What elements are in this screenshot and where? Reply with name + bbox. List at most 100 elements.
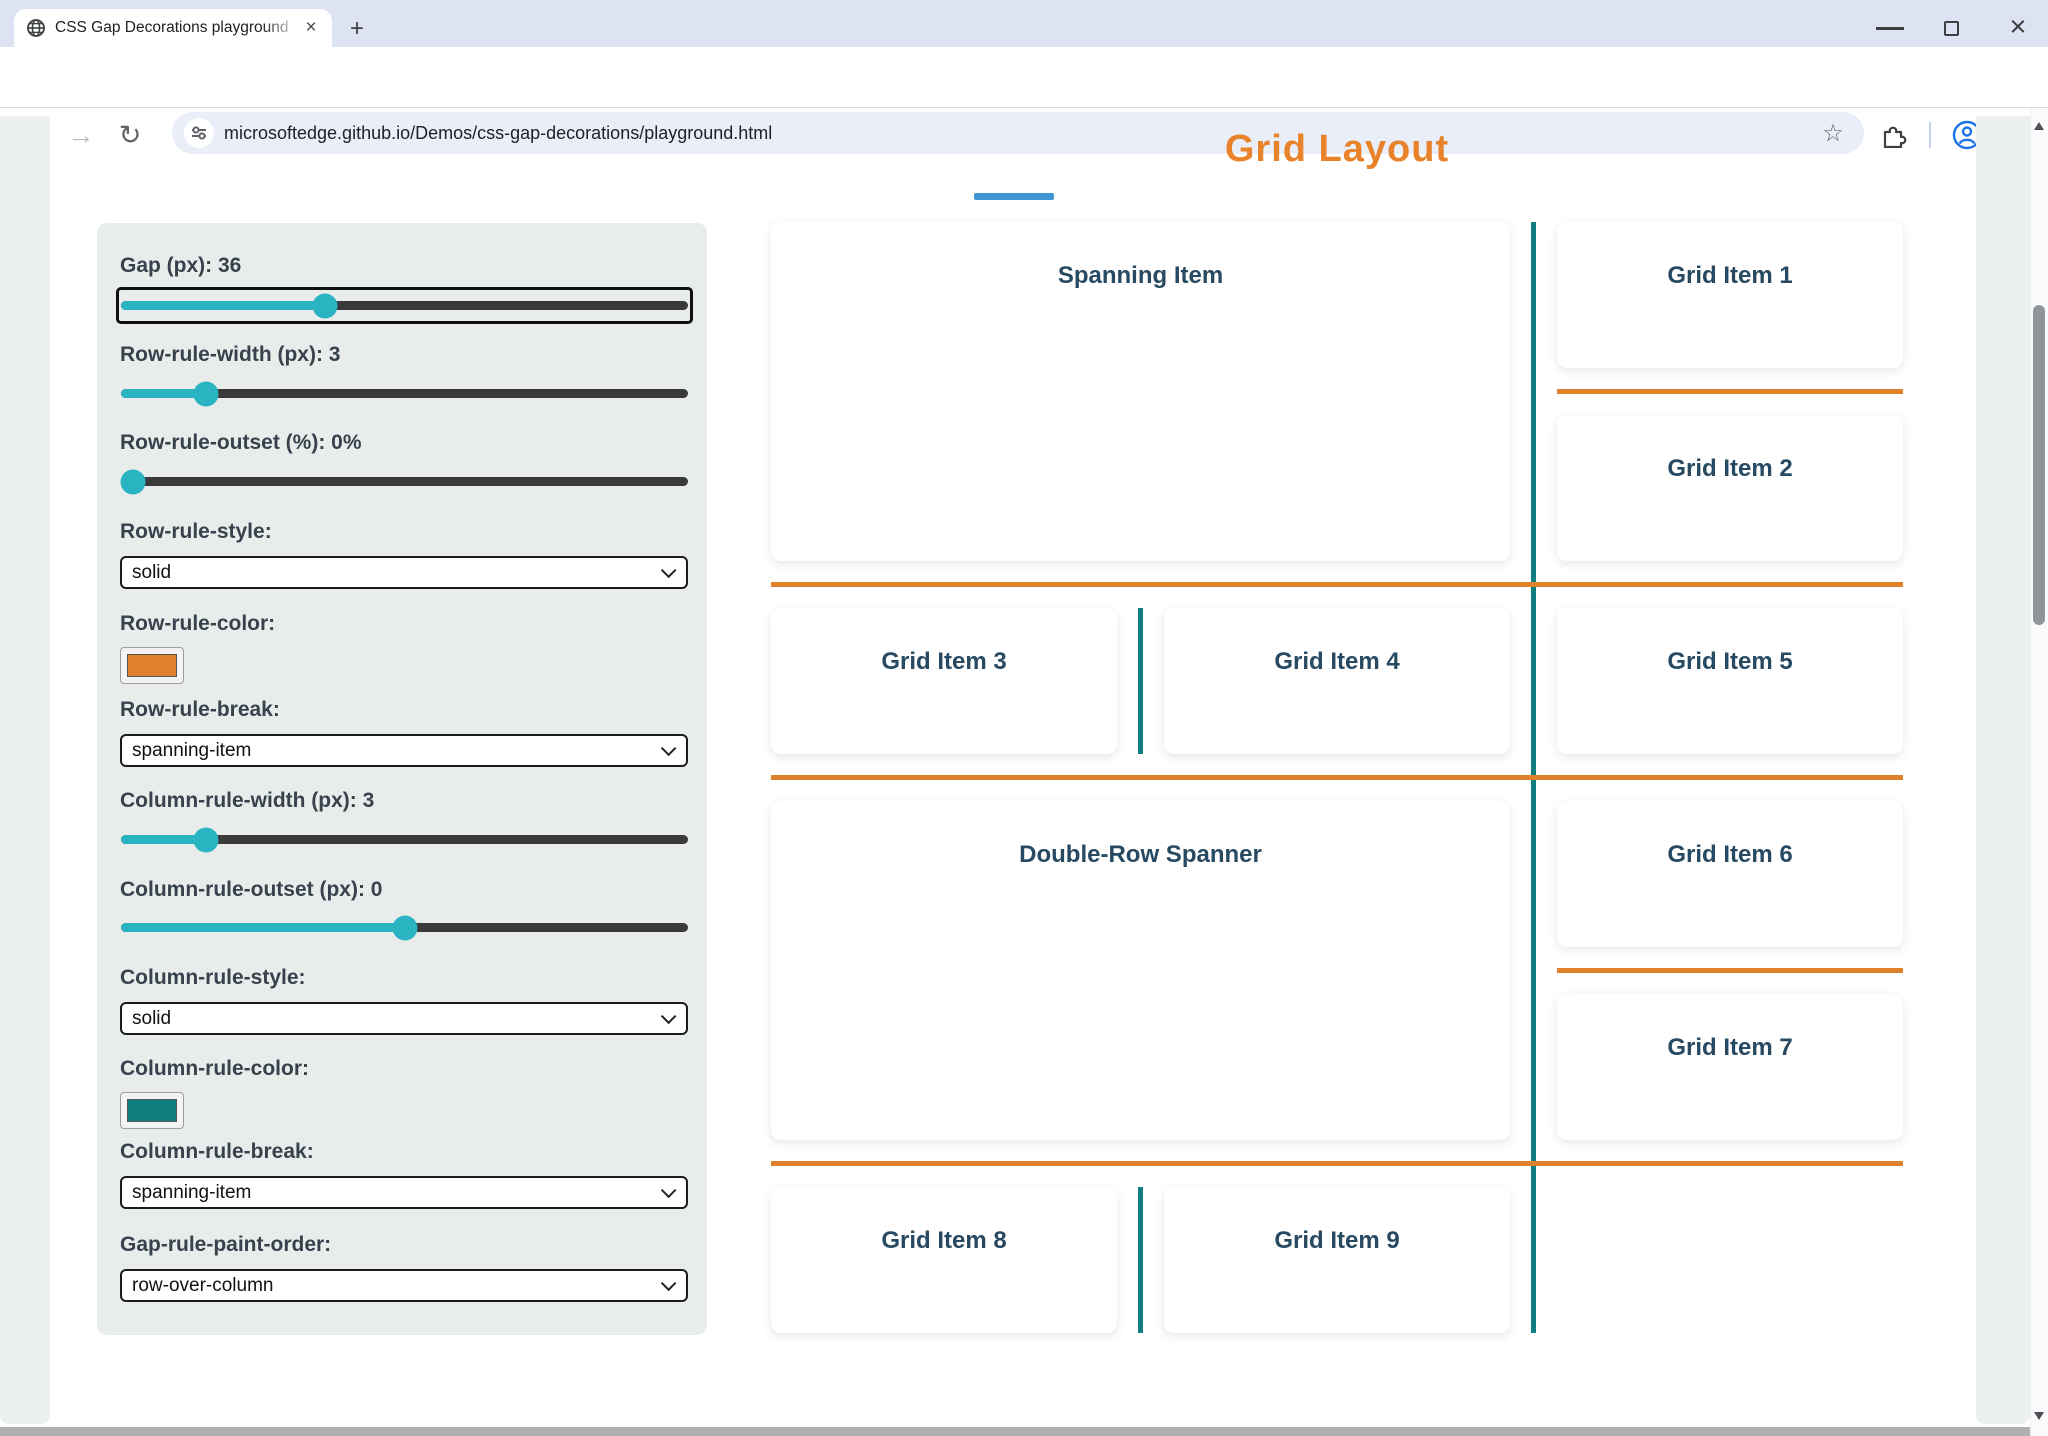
- new-tab-button[interactable]: +: [349, 15, 364, 42]
- gap-slider[interactable]: [121, 293, 688, 318]
- chevron-down-icon: [660, 740, 677, 757]
- row-rule-full-a: [771, 582, 1903, 587]
- column-rule-break-select[interactable]: spanning-item: [120, 1176, 688, 1209]
- tab-close-icon[interactable]: ×: [305, 17, 317, 38]
- site-info-icon[interactable]: [184, 118, 214, 148]
- grid-card-7: Grid Item 7: [1557, 994, 1903, 1140]
- slider-thumb[interactable]: [193, 827, 219, 852]
- grid-layout-demo: Spanning Item Grid Item 1 Grid Item 2 Gr…: [771, 222, 1903, 1333]
- title-underline: [974, 193, 1054, 200]
- controls-panel: [97, 223, 707, 1335]
- chevron-down-icon: [660, 1008, 677, 1025]
- gap-slider-label: Gap (px): 36: [120, 254, 242, 277]
- card-label: Grid Item 2: [1667, 455, 1793, 482]
- select-value: row-over-column: [132, 1274, 274, 1296]
- row-rule-full-c: [771, 1161, 1903, 1166]
- window-close-button[interactable]: ×: [2009, 10, 2027, 43]
- column-rule-row6: [1138, 1187, 1143, 1333]
- gap-slider-focus-ring: [116, 287, 693, 324]
- grid-card-2: Grid Item 2: [1557, 415, 1903, 561]
- card-label: Grid Item 8: [881, 1227, 1007, 1254]
- address-bar[interactable]: microsoftedge.github.io/Demos/css-gap-de…: [172, 112, 1864, 154]
- row-rule-width-slider[interactable]: [121, 381, 688, 406]
- toolbar-divider: [1929, 122, 1931, 148]
- window-minimize-button[interactable]: [1876, 27, 1904, 30]
- slider-track[interactable]: [121, 389, 688, 398]
- card-label: Grid Item 3: [881, 648, 1007, 675]
- card-label: Grid Item 6: [1667, 841, 1793, 868]
- card-label: Grid Item 7: [1667, 1034, 1793, 1061]
- select-value: spanning-item: [132, 1181, 252, 1203]
- slider-thumb[interactable]: [312, 293, 338, 318]
- scrollbar-down-arrow-icon[interactable]: [2034, 1412, 2044, 1420]
- row-rule-width-label: Row-rule-width (px): 3: [120, 343, 341, 366]
- column-rule-width-label: Column-rule-width (px): 3: [120, 789, 375, 812]
- scrollbar-thumb[interactable]: [2033, 305, 2045, 625]
- chevron-down-icon: [660, 1275, 677, 1292]
- slider-thumb[interactable]: [120, 469, 146, 494]
- row-rule-outset-label: Row-rule-outset (%): 0%: [120, 431, 362, 454]
- column-rule-color-picker[interactable]: [120, 1092, 184, 1129]
- select-value: spanning-item: [132, 739, 252, 761]
- page-title: Grid Layout: [1224, 128, 1450, 170]
- browser-tab[interactable]: CSS Gap Decorations playground ×: [14, 9, 332, 47]
- grid-card-spanning-item: Spanning Item: [771, 222, 1510, 561]
- row-rule-color-picker[interactable]: [120, 647, 184, 684]
- gap-rule-paint-order-select[interactable]: row-over-column: [120, 1269, 688, 1302]
- card-label: Spanning Item: [1057, 262, 1224, 289]
- grid-card-8: Grid Item 8: [771, 1187, 1117, 1333]
- row-rule-col3-a: [1557, 389, 1903, 394]
- column-rule-width-slider[interactable]: [121, 827, 688, 852]
- card-label: Grid Item 5: [1667, 648, 1793, 675]
- slider-fill: [121, 835, 207, 844]
- column-rule-color-label: Column-rule-color:: [120, 1057, 309, 1080]
- grid-card-5: Grid Item 5: [1557, 608, 1903, 754]
- slider-track[interactable]: [121, 835, 688, 844]
- row-rule-break-select[interactable]: spanning-item: [120, 734, 688, 767]
- row-rule-full-b: [771, 775, 1903, 780]
- card-label: Double-Row Spanner: [1019, 841, 1262, 868]
- grid-card-6: Grid Item 6: [1557, 801, 1903, 947]
- tab-strip: CSS Gap Decorations playground × + ×: [0, 0, 2048, 47]
- scrollbar-up-arrow-icon[interactable]: [2034, 122, 2044, 130]
- slider-fill: [121, 301, 326, 310]
- window-maximize-button[interactable]: [1944, 21, 1959, 36]
- row-rule-break-label: Row-rule-break:: [120, 698, 280, 721]
- slider-fill: [121, 389, 207, 398]
- grid-card-4: Grid Item 4: [1164, 608, 1510, 754]
- extensions-icon[interactable]: [1876, 117, 1912, 153]
- row-rule-style-label: Row-rule-style:: [120, 520, 272, 543]
- select-value: solid: [132, 561, 172, 583]
- slider-thumb[interactable]: [392, 915, 417, 940]
- column-rule-style-label: Column-rule-style:: [120, 966, 306, 989]
- slider-fill: [121, 923, 405, 932]
- card-label: Grid Item 9: [1274, 1227, 1400, 1254]
- grid-card-1: Grid Item 1: [1557, 222, 1903, 368]
- reload-button[interactable]: ↻: [118, 119, 142, 150]
- color-chip: [127, 654, 177, 677]
- slider-thumb[interactable]: [193, 381, 219, 406]
- forward-button[interactable]: →: [67, 119, 95, 150]
- slider-track[interactable]: [121, 301, 688, 310]
- column-rule-style-select[interactable]: solid: [120, 1002, 688, 1035]
- grid-card-9: Grid Item 9: [1164, 1187, 1510, 1333]
- window-bottom-edge: [0, 1427, 2048, 1436]
- column-rule-outset-label: Column-rule-outset (px): 0: [120, 878, 383, 901]
- column-rule-outset-slider[interactable]: [121, 915, 688, 940]
- grid-card-3: Grid Item 3: [771, 608, 1117, 754]
- browser-toolbar: ← → ↻ microsoftedge.github.io/Demos/css-…: [0, 47, 2048, 154]
- grid-card-double-row-spanner: Double-Row Spanner: [771, 801, 1510, 1140]
- bookmark-star-icon[interactable]: ☆: [1822, 119, 1844, 147]
- row-rule-col3-b: [1557, 968, 1903, 973]
- page-right-margin: [1976, 116, 2030, 1424]
- url-text[interactable]: microsoftedge.github.io/Demos/css-gap-de…: [224, 122, 773, 143]
- row-rule-color-label: Row-rule-color:: [120, 612, 276, 635]
- row-rule-style-select[interactable]: solid: [120, 556, 688, 589]
- card-label: Grid Item 4: [1274, 648, 1400, 675]
- tab-title: CSS Gap Decorations playground: [55, 19, 289, 36]
- slider-track[interactable]: [121, 477, 688, 486]
- chevron-down-icon: [660, 1182, 677, 1199]
- row-rule-outset-slider[interactable]: [120, 469, 688, 494]
- chevron-down-icon: [660, 562, 677, 579]
